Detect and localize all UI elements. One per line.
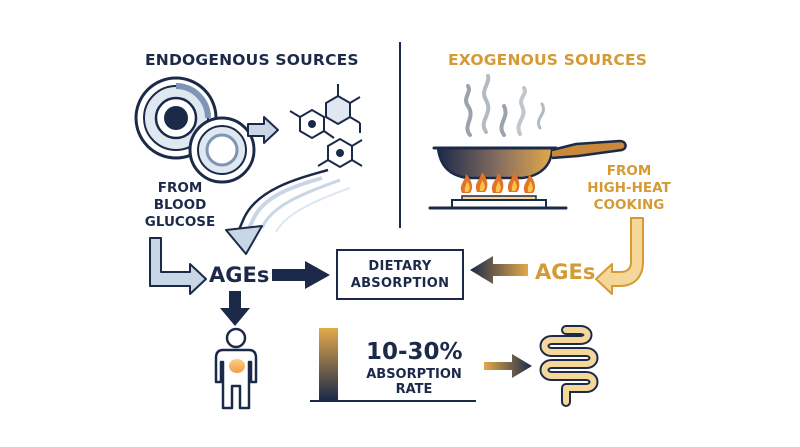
glucose-to-ages-arrow bbox=[149, 237, 207, 295]
endogenous-ages-label: AGEs bbox=[209, 263, 270, 287]
cooking-line-1: FROM bbox=[606, 163, 652, 179]
rings-to-molecule-arrow bbox=[247, 116, 279, 144]
absorption-rate-bar bbox=[310, 328, 476, 402]
human-body-icon bbox=[214, 327, 258, 410]
blood-glucose-label: FROM BLOOD GLUCOSE bbox=[130, 180, 230, 231]
blood-glucose-line-2: BLOOD bbox=[153, 197, 207, 213]
high-heat-cooking-label: FROM HIGH-HEAT COOKING bbox=[574, 163, 684, 214]
cooking-line-3: COOKING bbox=[593, 197, 665, 213]
right-ages-to-dietary-arrow bbox=[470, 256, 528, 284]
exogenous-ages-label: AGEs bbox=[535, 260, 596, 284]
molecule-to-ages-swoosh bbox=[225, 168, 351, 255]
steam-icon bbox=[464, 74, 545, 137]
blood-glucose-line-3: GLUCOSE bbox=[144, 214, 216, 230]
cooking-line-2: HIGH-HEAT bbox=[587, 180, 671, 196]
hexagon-molecule-icon bbox=[289, 84, 363, 169]
absorption-rate-value: 10-30% bbox=[366, 339, 463, 365]
endogenous-sources-title: ENDOGENOUS SOURCES bbox=[145, 51, 359, 69]
dietary-line-2: ABSORPTION bbox=[350, 276, 450, 291]
molecule-rings-icon bbox=[134, 76, 256, 184]
dietary-absorption-text: DIETARY ABSORPTION bbox=[337, 258, 463, 292]
dietary-absorption-box bbox=[336, 249, 464, 300]
absorption-rate-line-1: ABSORPTION bbox=[366, 367, 462, 382]
frying-pan-icon bbox=[432, 139, 627, 180]
stove-flame-icon bbox=[428, 172, 568, 210]
ages-to-dietary-arrow bbox=[272, 261, 330, 289]
absorption-rate-line-2: RATE bbox=[395, 382, 433, 397]
dietary-line-1: DIETARY bbox=[368, 259, 432, 274]
cooking-to-ages-arrow bbox=[595, 217, 644, 295]
absorption-rate-label: ABSORPTION RATE bbox=[358, 367, 470, 397]
blood-glucose-line-1: FROM bbox=[157, 180, 203, 196]
exogenous-sources-title: EXOGENOUS SOURCES bbox=[448, 51, 648, 69]
ages-to-body-arrow bbox=[220, 291, 250, 326]
intestine-icon bbox=[539, 325, 599, 407]
absorption-to-intestine-arrow bbox=[484, 354, 532, 378]
